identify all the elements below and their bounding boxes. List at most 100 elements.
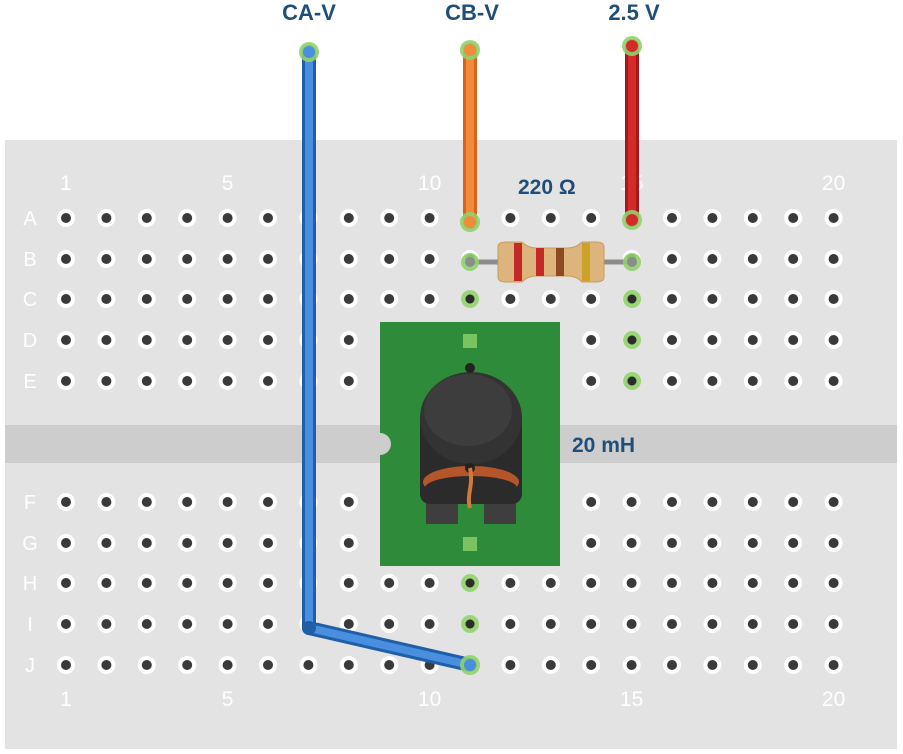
resistor-band-1	[514, 243, 522, 281]
resistor-lead-dot-right	[627, 257, 637, 267]
column-number-bottom-5: 5	[222, 688, 234, 711]
hole-b19	[788, 254, 799, 264]
hole-d8	[343, 335, 354, 345]
hole-c14	[586, 294, 597, 304]
hole-a3	[141, 213, 152, 223]
hole-g3	[141, 538, 152, 548]
hole-a19	[788, 213, 799, 223]
hole-b17	[707, 254, 718, 264]
wire-cb-v-bottom-dot	[464, 216, 476, 228]
hole-h14	[586, 578, 597, 588]
hole-i15	[626, 619, 637, 629]
hole-b4	[182, 254, 193, 264]
wire-2-5v: 2.5 V	[608, 0, 660, 230]
hole-j4	[182, 660, 193, 670]
hole-d19	[788, 335, 799, 345]
wire-ca-v: CA-V	[282, 0, 480, 675]
hole-c20	[828, 294, 839, 304]
pcb-pad-top	[463, 334, 477, 348]
hole-j20	[828, 660, 839, 670]
column-number-top-20: 20	[822, 172, 845, 195]
hole-g6	[263, 538, 273, 548]
highlighted-holes	[461, 290, 641, 633]
hole-j19	[788, 660, 799, 670]
hole-i12	[505, 619, 516, 629]
hole-i3	[141, 619, 152, 629]
row-letter-d: D	[23, 330, 37, 352]
row-letter-i: I	[27, 614, 33, 636]
hole-b10	[424, 254, 435, 264]
highlight-hole-d15-dot	[627, 335, 637, 345]
hole-c18	[747, 294, 758, 304]
wire-ca-v-bend	[302, 621, 316, 635]
hole-g1	[61, 538, 71, 548]
hole-i1	[61, 619, 71, 629]
highlight-hole-h11-dot	[465, 578, 475, 588]
hole-i4	[182, 619, 193, 629]
hole-f19	[788, 497, 799, 507]
column-number-bottom-15: 15	[620, 688, 643, 711]
hole-b1	[61, 254, 71, 264]
wire-2-5v-bottom-dot	[626, 214, 638, 226]
hole-i20	[828, 619, 839, 629]
hole-c9	[384, 294, 395, 304]
hole-c8	[343, 294, 354, 304]
hole-a17	[707, 213, 718, 223]
hole-c5	[222, 294, 233, 304]
pcb-pad-bottom	[463, 537, 477, 551]
hole-b5	[222, 254, 233, 264]
hole-a13	[545, 213, 556, 223]
row-letter-f: F	[24, 492, 36, 514]
hole-f8	[343, 497, 354, 507]
hole-j6	[263, 660, 273, 670]
hole-f1	[61, 497, 71, 507]
hole-d2	[101, 335, 112, 345]
hole-c12	[505, 294, 516, 304]
hole-f4	[182, 497, 193, 507]
highlight-hole-c15-dot	[627, 294, 637, 304]
hole-g18	[747, 538, 758, 548]
wire-ca-v-top-dot	[303, 46, 315, 58]
hole-h9	[384, 578, 395, 588]
hole-f20	[828, 497, 839, 507]
hole-a8	[343, 213, 354, 223]
hole-c10	[424, 294, 435, 304]
hole-b3	[141, 254, 152, 264]
hole-d20	[828, 335, 839, 345]
hole-a5	[222, 213, 233, 223]
highlight-hole-c11-dot	[465, 294, 475, 304]
row-letter-h: H	[23, 573, 37, 595]
hole-a18	[747, 213, 758, 223]
hole-b8	[343, 254, 354, 264]
hole-h10	[424, 578, 435, 588]
resistor: 220 Ω	[461, 176, 641, 283]
hole-g4	[182, 538, 193, 548]
hole-d4	[182, 335, 193, 345]
wire-cb-v: CB-V	[445, 0, 499, 232]
hole-h5	[222, 578, 233, 588]
hole-e3	[141, 376, 152, 386]
resistor-label: 220 Ω	[518, 176, 576, 199]
hole-j15	[626, 660, 637, 670]
hole-f16	[667, 497, 677, 507]
highlight-hole-e15-dot	[627, 376, 637, 386]
hole-c16	[667, 294, 677, 304]
pcb-notch	[369, 433, 391, 455]
hole-g17	[707, 538, 718, 548]
hole-j16	[667, 660, 677, 670]
hole-g16	[667, 538, 677, 548]
hole-e6	[263, 376, 273, 386]
hole-e17	[707, 376, 718, 386]
hole-c4	[182, 294, 193, 304]
hole-d6	[263, 335, 273, 345]
row-letter-b: B	[23, 249, 36, 271]
hole-a9	[384, 213, 395, 223]
hole-b20	[828, 254, 839, 264]
hole-h4	[182, 578, 193, 588]
hole-j1	[61, 660, 71, 670]
column-number-bottom-20: 20	[822, 688, 845, 711]
hole-e18	[747, 376, 758, 386]
hole-c19	[788, 294, 799, 304]
highlight-hole-i11-dot	[465, 619, 475, 629]
